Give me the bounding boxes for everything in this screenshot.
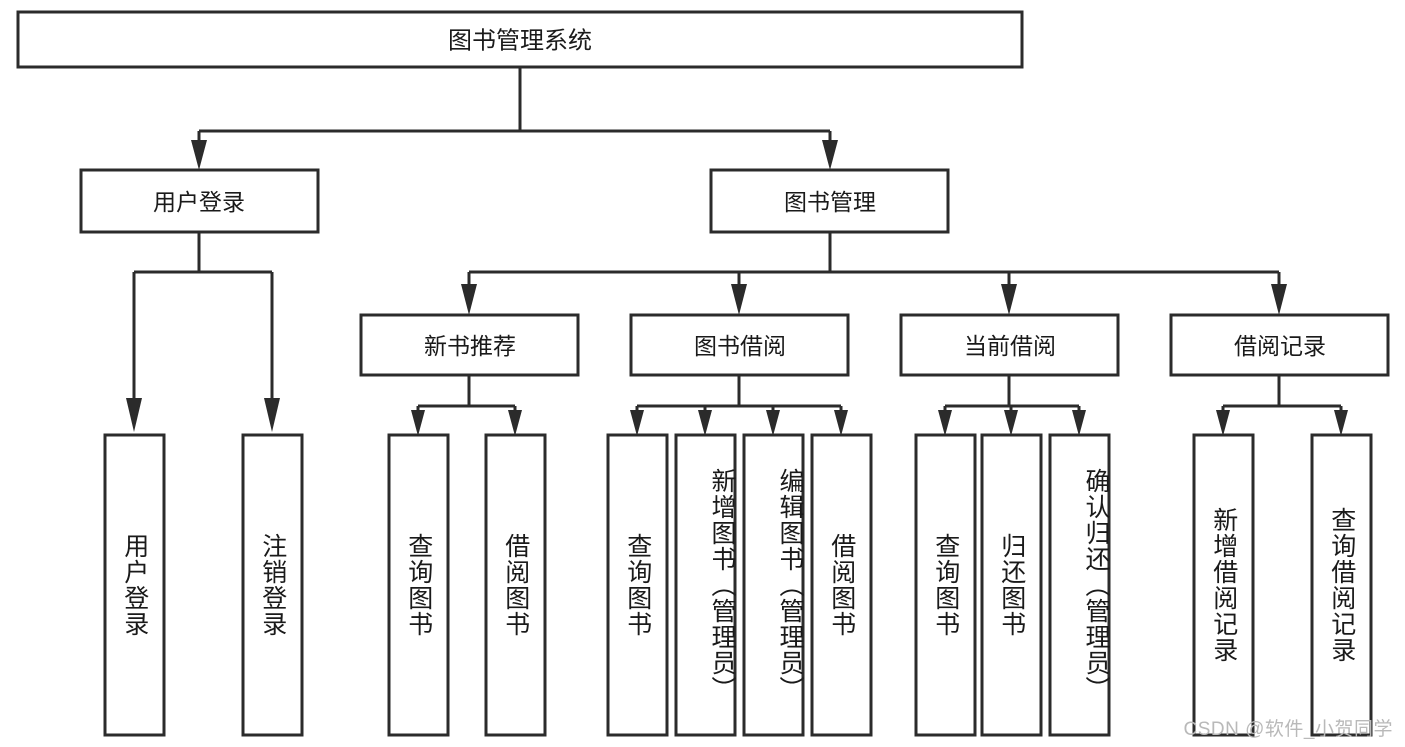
arrow-head-book-manage (822, 140, 838, 170)
node-user-login[interactable]: 用户登录 (79, 168, 320, 234)
node-book-manage[interactable]: 图书管理 (709, 168, 950, 234)
node-current-borrow-label: 当前借阅 (964, 333, 1056, 359)
leaf-query-book-3-box[interactable] (914, 433, 977, 737)
connector-layer (126, 67, 1348, 436)
node-root-box[interactable] (16, 10, 1024, 69)
node-current-borrow-box[interactable] (899, 313, 1120, 377)
leaf-logout-login-label: 注销登录 (258, 533, 287, 637)
leaf-query-book-3-label: 查询图书 (931, 533, 960, 637)
node-root-label: 图书管理系统 (448, 28, 592, 55)
leaf-user-login-label: 用户登录 (120, 533, 149, 637)
arrow-head-leaf-logout-login (264, 398, 280, 432)
leaf-query-record-label: 查询借阅记录 (1327, 507, 1356, 663)
node-current-borrow[interactable]: 当前借阅 (899, 313, 1120, 377)
leaf-add-record-box[interactable] (1192, 433, 1255, 737)
arrow-head-user-login (191, 140, 207, 170)
arrow-head-new-book-recommend (461, 284, 477, 315)
arrow-head-leaf-edit-book (766, 410, 780, 436)
node-new-book-recommend-box[interactable] (359, 313, 580, 377)
arrow-head-book-borrow (731, 284, 747, 315)
arrow-head-leaf-query-book-2 (630, 410, 644, 436)
arrow-head-leaf-borrow-book-2 (834, 410, 848, 436)
leaf-borrow-book-1-box[interactable] (484, 433, 547, 737)
arrow-head-borrow-record (1271, 284, 1287, 315)
leaf-add-book-box[interactable] (674, 433, 737, 737)
leaf-query-book-2-box[interactable] (606, 433, 669, 737)
node-new-book-recommend[interactable]: 新书推荐 (359, 313, 580, 377)
node-book-manage-box[interactable] (709, 168, 950, 234)
node-borrow-record[interactable]: 借阅记录 (1169, 313, 1390, 377)
arrow-head-leaf-query-book-3 (938, 410, 952, 436)
arrow-head-leaf-return-book (1004, 410, 1018, 436)
leaf-borrow-book-2-box[interactable] (810, 433, 873, 737)
arrow-head-leaf-query-record (1334, 410, 1348, 436)
leaf-return-book-label: 归还图书 (997, 533, 1026, 637)
leaf-edit-book-label: 编辑图书（管理员） (776, 468, 804, 702)
leaf-confirm-return-label: 确认归还（管理员） (1082, 468, 1110, 702)
leaf-borrow-book-2-label: 借阅图书 (827, 533, 856, 637)
leaf-query-record-box[interactable] (1310, 433, 1373, 737)
arrow-head-current-borrow (1001, 284, 1017, 315)
arrow-head-leaf-borrow-book-1 (508, 410, 522, 436)
arrow-head-leaf-query-book-1 (411, 410, 425, 436)
node-root[interactable]: 图书管理系统 (16, 10, 1024, 69)
leaf-return-book-box[interactable] (980, 433, 1043, 737)
node-book-borrow-label: 图书借阅 (694, 333, 786, 359)
arrow-head-leaf-add-book (698, 410, 712, 436)
leaf-query-book-1-box[interactable] (387, 433, 450, 737)
leaf-borrow-book-1-label: 借阅图书 (501, 533, 530, 637)
leaf-query-book-1-label: 查询图书 (404, 533, 433, 637)
node-borrow-record-box[interactable] (1169, 313, 1390, 377)
leaf-add-book-label: 新增图书（管理员） (708, 468, 736, 702)
node-user-login-box[interactable] (79, 168, 320, 234)
node-borrow-record-label: 借阅记录 (1234, 333, 1326, 359)
node-book-borrow[interactable]: 图书借阅 (629, 313, 850, 377)
leaf-box-layer (103, 433, 1373, 737)
node-book-manage-label: 图书管理 (784, 189, 876, 215)
node-new-book-recommend-label: 新书推荐 (424, 333, 516, 359)
arrow-head-leaf-user-login (126, 398, 142, 432)
leaf-query-book-2-label: 查询图书 (623, 533, 652, 637)
leaf-confirm-return-box[interactable] (1048, 433, 1111, 737)
arrow-head-leaf-confirm-return (1072, 410, 1086, 436)
leaf-edit-book-box[interactable] (742, 433, 805, 737)
arrow-head-leaf-add-record (1216, 410, 1230, 436)
node-user-login-label: 用户登录 (153, 189, 245, 215)
node-book-borrow-box[interactable] (629, 313, 850, 377)
leaf-logout-login-box[interactable] (241, 433, 304, 737)
leaf-add-record-label: 新增借阅记录 (1209, 507, 1238, 663)
leaf-user-login-box[interactable] (103, 433, 166, 737)
